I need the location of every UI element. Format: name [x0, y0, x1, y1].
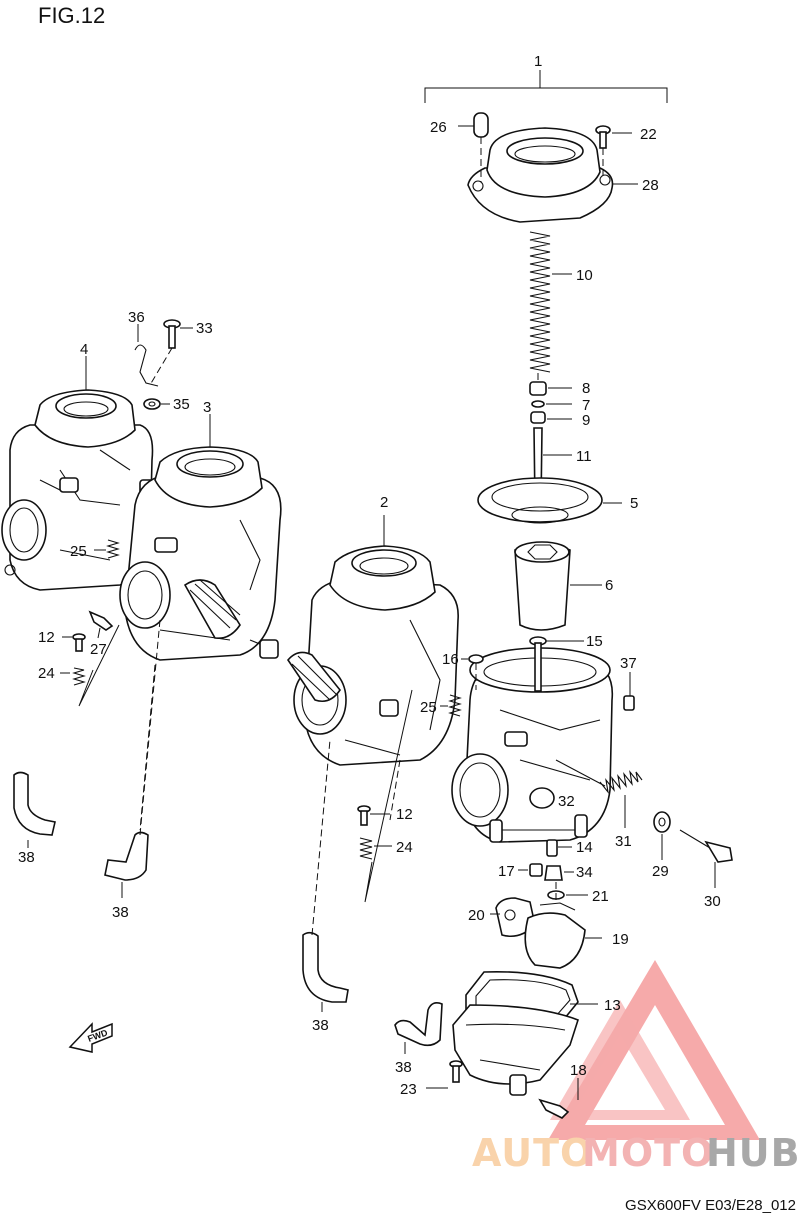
callout-38-a: 38 — [18, 849, 35, 866]
callout-23: 23 — [400, 1081, 417, 1098]
callout-13: 13 — [604, 997, 621, 1014]
callout-12-center: 12 — [396, 806, 413, 823]
callout-1: 1 — [534, 53, 542, 70]
spring-10 — [529, 231, 572, 373]
callout-34: 34 — [576, 864, 593, 881]
clip-36 — [134, 324, 159, 387]
callout-12-left: 12 — [38, 629, 55, 646]
callout-2: 2 — [380, 494, 388, 511]
figure-title: FIG.12 — [38, 3, 106, 28]
spring-25-left — [94, 539, 120, 559]
carb-top-cap — [467, 127, 614, 223]
callout-11: 11 — [576, 448, 592, 465]
jet-14 — [546, 839, 572, 857]
callout-37: 37 — [620, 655, 637, 672]
screw-33 — [149, 319, 193, 386]
fwd-arrow-icon: FWD — [68, 1022, 113, 1053]
callout-18: 18 — [570, 1062, 587, 1079]
diagram-code: GSX600FV E03/E28_012 — [625, 1197, 796, 1214]
callout-25-left: 25 — [70, 543, 87, 560]
callout-31: 31 — [615, 833, 632, 850]
callout-33: 33 — [196, 320, 213, 337]
screw-12-left — [62, 633, 86, 652]
pin-26 — [458, 112, 489, 182]
callout-38-c: 38 — [312, 1017, 329, 1034]
callout-10: 10 — [576, 267, 593, 284]
callout-20: 20 — [468, 907, 485, 924]
washer-35 — [143, 398, 170, 410]
callout-9: 9 — [582, 412, 590, 429]
callout-6: 6 — [605, 577, 613, 594]
callout-17: 17 — [498, 863, 515, 880]
watermark-text-auto: AUTO — [472, 1131, 593, 1175]
drain-screw-18 — [538, 1078, 579, 1119]
callout-38-d: 38 — [395, 1059, 412, 1076]
callout-30: 30 — [704, 893, 721, 910]
jet-34 — [544, 865, 574, 881]
callout-35: 35 — [173, 396, 190, 413]
spring-24-left — [60, 624, 120, 707]
hose-38-b — [104, 619, 161, 898]
washer-16 — [461, 654, 484, 690]
watermark-text-hub: HUB — [706, 1131, 800, 1175]
oring-21 — [547, 890, 588, 900]
callout-16: 16 — [442, 651, 459, 668]
callout-labels: 1 2 3 4 5 6 7 8 9 10 11 12 12 13 14 15 1… — [18, 53, 721, 1098]
callout-24-center: 24 — [396, 839, 413, 856]
carburetor-2 — [287, 515, 459, 766]
diaphragm-5 — [477, 477, 622, 524]
screw-27 — [88, 610, 114, 639]
adjuster-31 — [555, 759, 643, 828]
valve-30 — [679, 829, 733, 888]
callout-8: 8 — [582, 380, 590, 397]
callout-29: 29 — [652, 863, 669, 880]
callout-38-b: 38 — [112, 904, 129, 921]
screw-12-center — [357, 805, 390, 826]
float-19-20 — [490, 880, 602, 969]
needle-parts-7-8-9 — [529, 373, 572, 424]
callout-5: 5 — [630, 495, 638, 512]
callout-15: 15 — [586, 633, 603, 650]
watermark-text-moto: MOTO — [582, 1131, 714, 1175]
bracket-group-1 — [424, 70, 668, 103]
carburetor-3 — [119, 414, 282, 661]
alignment-line-center — [389, 759, 401, 821]
callout-3: 3 — [203, 399, 211, 416]
screw-22 — [595, 125, 632, 175]
callout-22: 22 — [640, 126, 657, 143]
carburetor-body-right — [451, 647, 614, 843]
screw-23 — [426, 1060, 463, 1089]
alignment-line-left — [139, 664, 156, 831]
callout-28: 28 — [642, 177, 659, 194]
callout-21: 21 — [592, 888, 609, 905]
washer-29 — [653, 811, 671, 860]
piston-valve-6 — [514, 541, 602, 631]
callout-4: 4 — [80, 341, 88, 358]
callout-14: 14 — [576, 839, 593, 856]
callout-7: 7 — [582, 397, 590, 414]
callout-26: 26 — [430, 119, 447, 136]
hose-38-a — [13, 771, 56, 848]
spring-24-center — [359, 689, 413, 903]
jet-17 — [518, 863, 543, 877]
screw-15 — [529, 636, 584, 692]
float-bowl — [452, 1004, 579, 1096]
callout-24-left: 24 — [38, 665, 55, 682]
callout-27: 27 — [90, 641, 107, 658]
callout-36: 36 — [128, 309, 145, 326]
hose-38-d — [394, 1002, 443, 1054]
callout-32: 32 — [558, 793, 575, 810]
watermark-logo: AUTO MOTO HUB — [472, 960, 800, 1175]
hose-38-c — [302, 739, 349, 1012]
callout-19: 19 — [612, 931, 629, 948]
screw-37 — [623, 672, 635, 711]
callout-25-center: 25 — [420, 699, 437, 716]
spring-25-center — [440, 694, 462, 717]
